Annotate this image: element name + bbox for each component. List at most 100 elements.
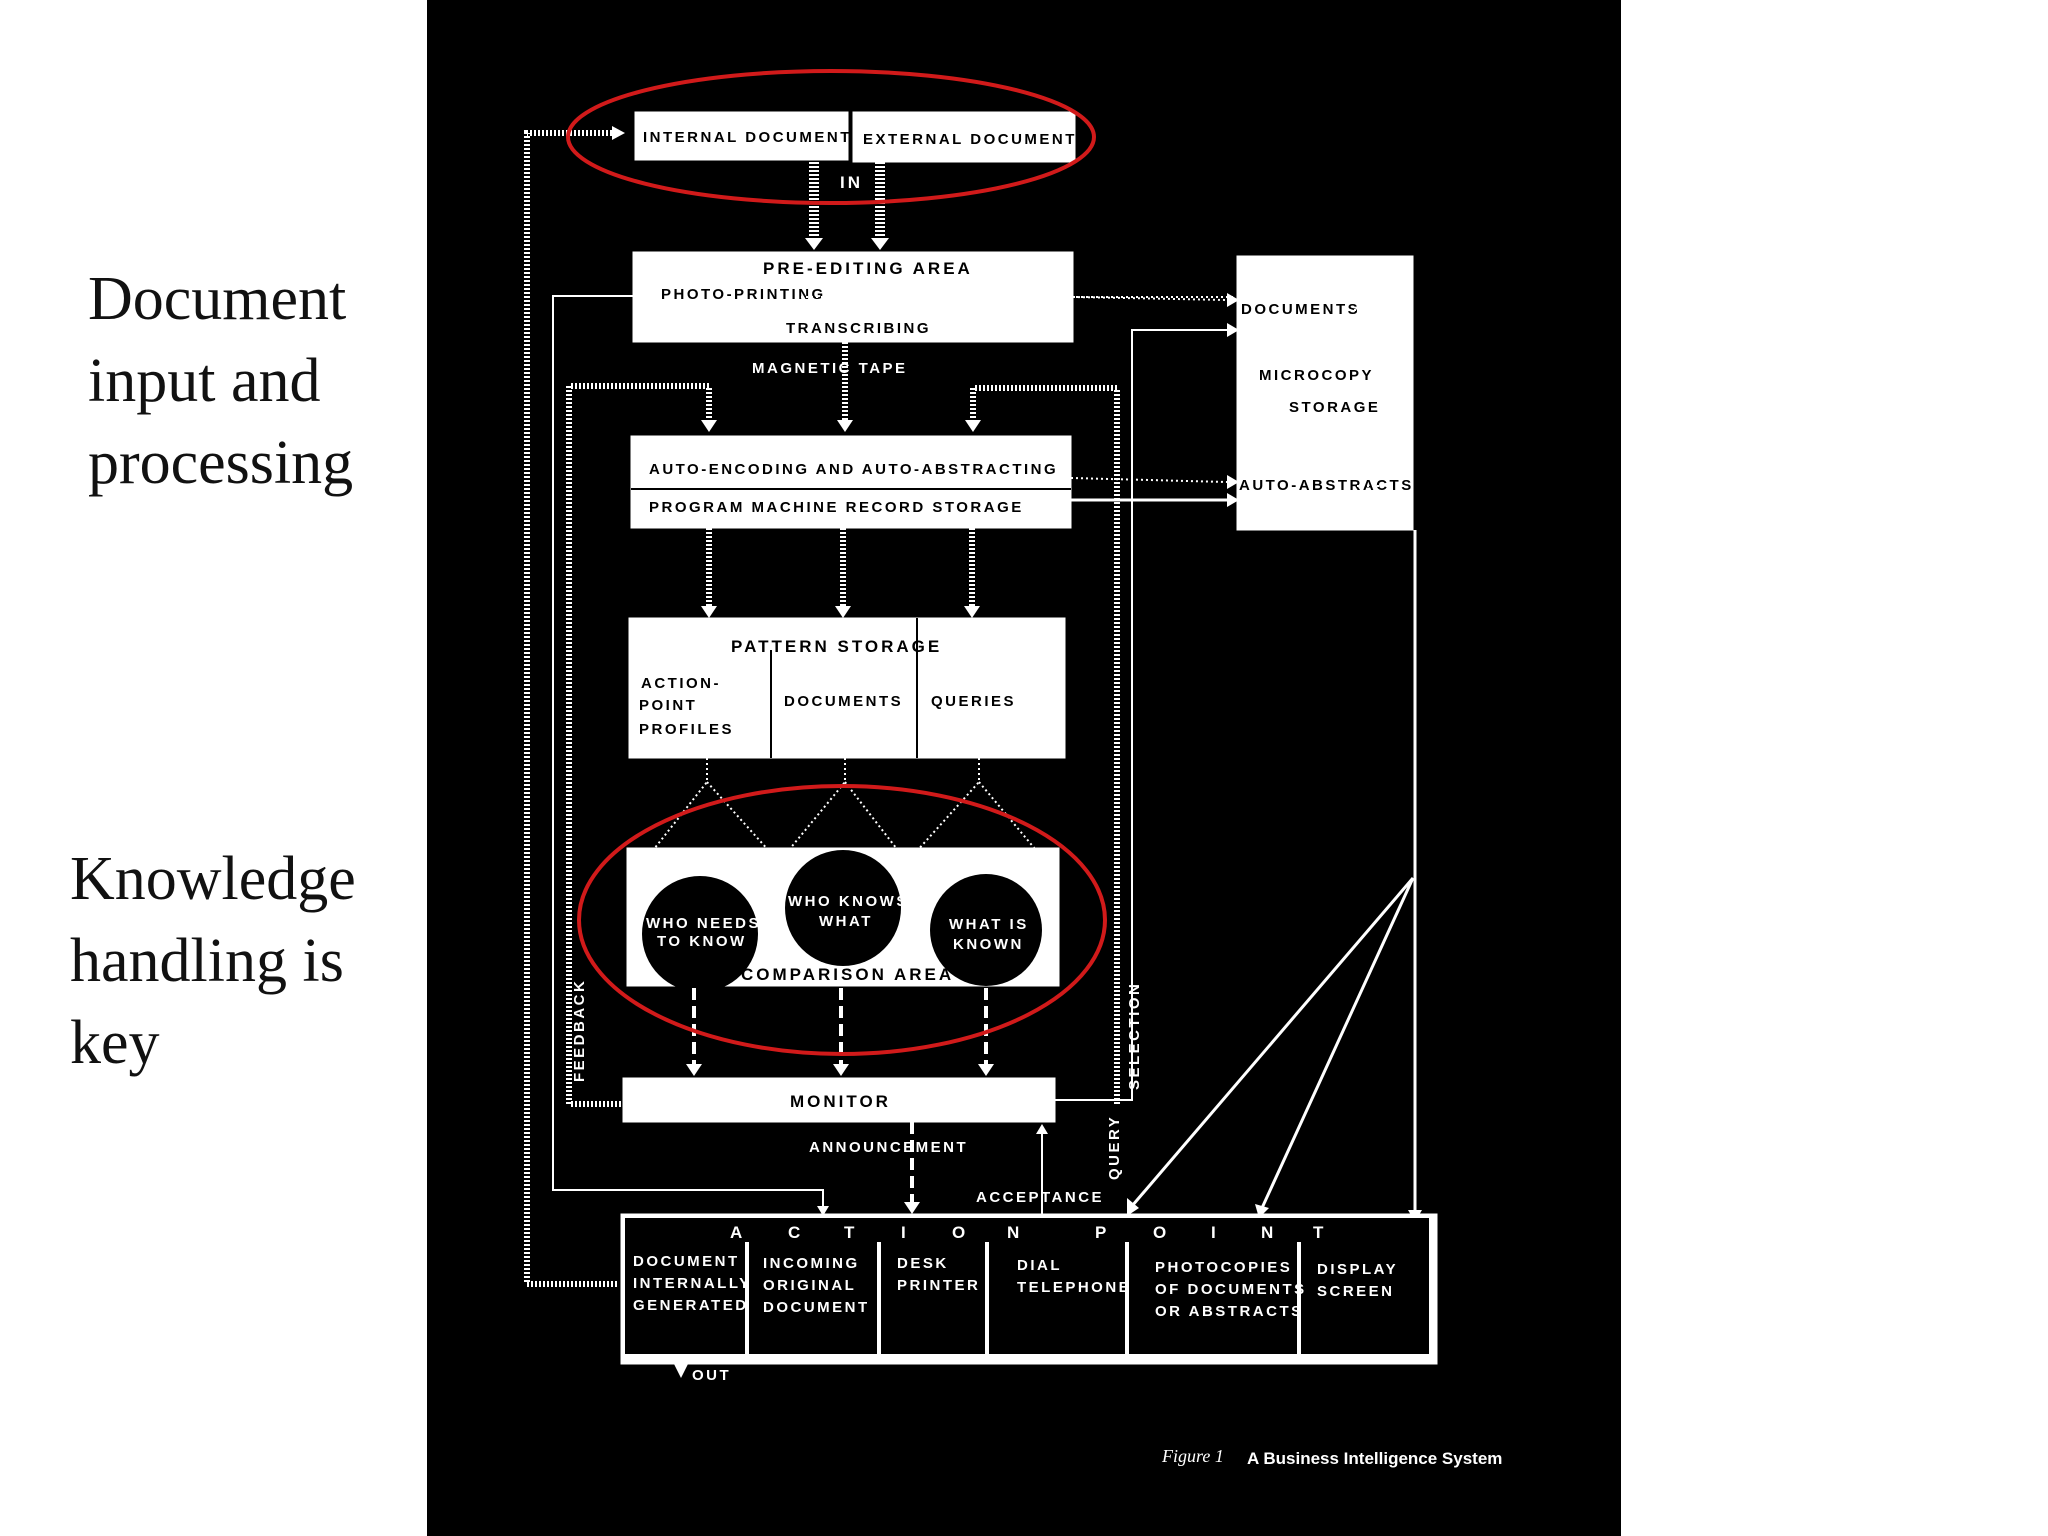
in-label: IN [840, 173, 863, 192]
feedback-loop-outer [524, 130, 617, 1287]
pre-editing-area-label: PRE-EDITING AREA [763, 259, 973, 278]
arrow-head [817, 1206, 829, 1216]
ap-letter: O [1153, 1223, 1169, 1242]
caption-title: A Business Intelligence System [1247, 1449, 1502, 1468]
ap-letter: T [1313, 1223, 1326, 1242]
cell-bg [625, 1242, 745, 1354]
letters-row-bg [625, 1218, 1429, 1242]
arrow-head [1227, 475, 1239, 489]
arrow-head [965, 420, 981, 432]
arrow-head [805, 238, 823, 250]
ap-letter: N [1007, 1223, 1022, 1242]
cell-text: INCOMING [763, 1255, 860, 1272]
transcribing-label: TRANSCRIBING [786, 320, 931, 337]
cell-text: OR ABSTRACTS [1155, 1303, 1304, 1320]
photo-printing-label: PHOTO-PRINTING [661, 286, 826, 303]
ap-letter: T [844, 1223, 857, 1242]
ap-letter: P [1095, 1223, 1109, 1242]
external-documents-box [852, 111, 1076, 163]
arrow-head [1227, 493, 1239, 507]
arrow-head [1227, 323, 1239, 337]
who-knows-circle [785, 850, 901, 966]
cell-text: PRINTER [897, 1277, 980, 1294]
monitor-box [622, 1077, 1056, 1123]
acceptance-label: ACCEPTANCE [976, 1189, 1104, 1206]
microcopy-storage-label-2: STORAGE [1289, 399, 1380, 416]
annotation-knowledge-handling: Knowledge handling is key [70, 845, 356, 1077]
ap-letter: O [952, 1223, 968, 1242]
cell-text: OF DOCUMENTS [1155, 1281, 1307, 1298]
arrow-head [833, 1064, 849, 1076]
arrow-head [701, 606, 717, 618]
crossing-lines [638, 758, 1052, 869]
figure-panel: INTERNAL DOCUMENTS EXTERNAL DOCUMENTS IN… [427, 0, 1621, 1536]
internal-documents-box [634, 111, 849, 161]
arrow-head [1127, 1198, 1139, 1216]
query-label: QUERY [1106, 1115, 1123, 1180]
who-needs-circle [642, 876, 758, 992]
action-cells: DOCUMENT INTERNALLY GENERATED INCOMING O… [633, 1253, 1396, 1320]
out-label: OUT [692, 1367, 731, 1384]
arrow-head [871, 238, 889, 250]
cell-bg [1129, 1242, 1297, 1354]
photo-to-microcopy [1072, 296, 1228, 301]
pattern-documents-label: DOCUMENTS [784, 693, 903, 710]
who-needs-label-2: TO KNOW [657, 933, 747, 950]
business-intelligence-diagram: INTERNAL DOCUMENTS EXTERNAL DOCUMENTS IN… [524, 69, 1502, 1468]
highlight-documents-ellipse [566, 69, 1096, 205]
ap-letter: N [1261, 1223, 1276, 1242]
auto-abstracts-label: AUTO-ABSTRACTS [1239, 477, 1414, 494]
program-machine-label: PROGRAM MACHINE RECORD STORAGE [649, 499, 1024, 516]
who-needs-label-1: WHO NEEDS [646, 915, 761, 932]
pattern-storage-label: PATTERN STORAGE [731, 637, 942, 656]
arrow-head [837, 420, 853, 432]
arrow-head [964, 606, 980, 618]
arrow-head [612, 126, 625, 140]
arrow-head [835, 606, 851, 618]
cell-text: TELEPHONE [1017, 1279, 1131, 1296]
auto-abstract-line [1070, 477, 1228, 483]
microcopy-to-dial [1130, 877, 1415, 1207]
microcopy-documents-label: DOCUMENTS [1241, 301, 1360, 318]
who-knows-label-2: WHAT [819, 913, 873, 930]
internal-docs-line [552, 295, 824, 1206]
magnetic-tape-label: MAGNETIC TAPE [752, 360, 908, 377]
ap-letter: A [730, 1223, 745, 1242]
arrow-head [904, 1202, 920, 1214]
annotation-document-input: Document input and processing [88, 265, 354, 497]
auto-encoding-label: AUTO-ENCODING AND AUTO-ABSTRACTING [649, 461, 1058, 478]
action-point-profiles-label-1: ACTION- [641, 675, 721, 692]
out-arrow [673, 1362, 689, 1378]
monitor-label: MONITOR [790, 1092, 891, 1111]
cell-text: PHOTOCOPIES [1155, 1259, 1292, 1276]
microcopy-storage-box [1236, 255, 1414, 531]
what-is-known-label-1: WHAT IS [949, 916, 1029, 933]
ap-letter: I [1211, 1223, 1219, 1242]
arrow-head [1036, 1124, 1048, 1134]
feedback-label: FEEDBACK [571, 979, 588, 1082]
cell-text: DESK [897, 1255, 949, 1272]
arrow-head [978, 1064, 994, 1076]
what-is-known-label-2: KNOWN [953, 936, 1024, 953]
auto-encoding-box [630, 435, 1072, 529]
cell-text: DOCUMENT [633, 1253, 740, 1270]
who-knows-label-1: WHO KNOWS [788, 893, 909, 910]
microcopy-storage-label-1: MICROCOPY [1259, 367, 1374, 384]
cell-bg [749, 1242, 877, 1354]
ap-letter: I [901, 1223, 909, 1242]
cell-bg [881, 1242, 985, 1354]
action-point-letters: A C T I O N P O I N T [730, 1223, 1326, 1242]
action-point-profiles-label-2: POINT [639, 697, 697, 714]
highlight-comparison-ellipse [577, 784, 1107, 1056]
cell-text: DIAL [1017, 1257, 1062, 1274]
queries-label: QUERIES [931, 693, 1016, 710]
cell-text: INTERNALLY [633, 1275, 752, 1292]
cell-text: SCREEN [1317, 1283, 1395, 1300]
pattern-storage-box [628, 617, 1066, 759]
internal-documents-label: INTERNAL DOCUMENTS [643, 129, 864, 146]
cell-bg [989, 1242, 1125, 1354]
cell-bg [1301, 1242, 1429, 1354]
selection-loop [970, 385, 1120, 1104]
comparison-area-label: COMPARISON AREA [741, 965, 954, 984]
selection-label: SELECTION [1126, 982, 1143, 1090]
